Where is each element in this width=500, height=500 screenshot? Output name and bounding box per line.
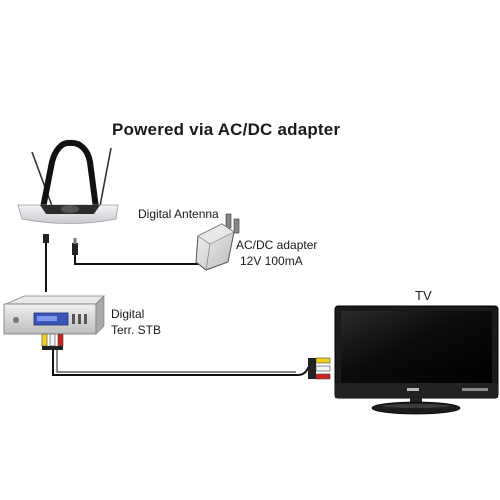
- tv-rca-white: [315, 365, 331, 372]
- tv-logo: [407, 388, 419, 391]
- av-cable: [52, 348, 317, 376]
- stb-slot-2: [78, 314, 81, 324]
- stb-label-line2: Terr. STB: [111, 323, 162, 337]
- tv-rca-red: [315, 373, 331, 380]
- antenna-label: Digital Antenna: [138, 207, 219, 221]
- antenna-power-plug-tip: [73, 238, 77, 244]
- tv-neck: [410, 398, 422, 404]
- adapter-edge: [205, 243, 211, 271]
- tv-rca-boot: [308, 358, 316, 379]
- adapter-spec-label: 12V 100mA: [240, 254, 303, 268]
- antenna-power-plug: [72, 243, 78, 255]
- tv-label: TV: [415, 288, 432, 303]
- stb-rca-yellow: [41, 333, 48, 347]
- antenna-rod-left: [31, 151, 53, 207]
- stb-rca-red: [57, 333, 64, 347]
- tv-screen: [341, 311, 492, 383]
- tv-rca-yellow: [315, 357, 331, 364]
- av-cable-shadow: [56, 348, 296, 373]
- stb-slot-3: [84, 314, 87, 324]
- ac-dc-adapter: [195, 213, 240, 271]
- adapter-prong-2: [233, 218, 240, 234]
- tv: [334, 305, 499, 415]
- antenna-loop: [40, 139, 99, 211]
- power-cable: [74, 254, 200, 265]
- set-top-box: [3, 295, 105, 350]
- stb-rca-white: [49, 333, 56, 347]
- diagram-title: Powered via AC/DC adapter: [112, 120, 341, 139]
- stb-rca-boot: [42, 346, 63, 350]
- antenna-coax-plug: [43, 234, 49, 243]
- tv-controls: [462, 388, 488, 391]
- adapter-face: [197, 223, 235, 245]
- digital-antenna: [17, 139, 119, 255]
- stb-top: [5, 295, 105, 305]
- stb-button: [13, 317, 19, 323]
- tv-rca-plugs: [308, 357, 331, 380]
- stb-label-line1: Digital: [111, 307, 145, 321]
- stb-display-glow: [37, 316, 57, 321]
- tv-stand-highlight: [382, 404, 450, 408]
- antenna-rod-right: [99, 147, 112, 207]
- antenna-knob: [61, 205, 79, 213]
- adapter-prong-1: [225, 213, 232, 229]
- stb-slot-1: [72, 314, 75, 324]
- cables: [45, 240, 317, 376]
- stb-side: [95, 295, 105, 335]
- adapter-label: AC/DC adapter: [236, 238, 318, 252]
